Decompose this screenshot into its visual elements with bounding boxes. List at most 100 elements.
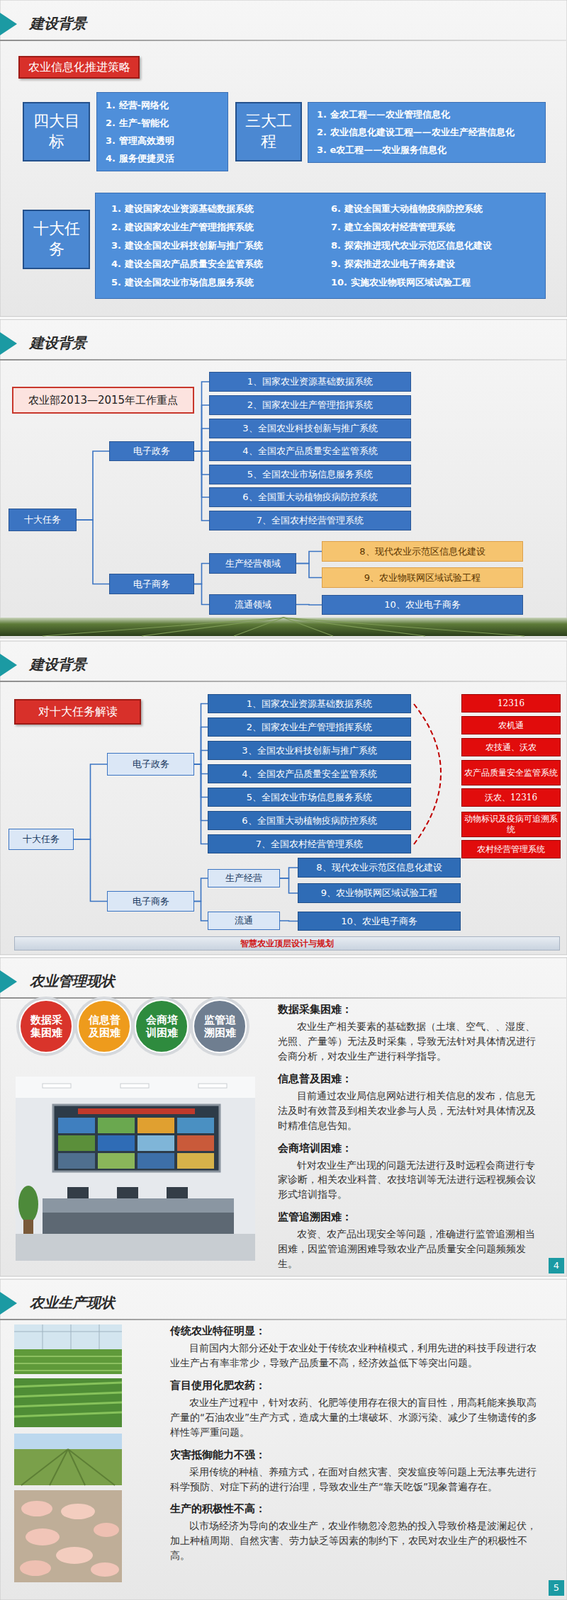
crop-rows <box>14 1357 122 1372</box>
node-text: 2. 农业信息化建设工程——农业生产经营信息化 <box>316 126 515 139</box>
screen-cell <box>137 1153 175 1170</box>
node-text: 4、全国农产品质量安全监管系统 <box>242 445 378 458</box>
page-number-badge <box>548 1258 565 1275</box>
ceiling-light <box>120 1084 149 1089</box>
node-text: 6、全国重大动植物疫病防控系统 <box>242 491 378 504</box>
node-text: 6、全国重大动植物疫病防控系统 <box>241 815 377 828</box>
node-text: 8、现代农业示范区信息化建设 <box>359 545 485 559</box>
field-box: 生产经营 <box>207 869 280 889</box>
task-item: 9、农业物联网区域试验工程 <box>321 567 524 589</box>
header-rule <box>0 359 567 361</box>
header-triangle <box>0 654 18 677</box>
task-item: 8、现代农业示范区信息化建设 <box>321 541 524 563</box>
project-box: 三大工程 <box>235 102 302 162</box>
node-text: 农业信息化推进策略 <box>28 60 131 76</box>
difficulty-circle: 会商培训困难 <box>134 1000 189 1054</box>
screen-cell <box>137 1118 175 1134</box>
task-item: 2、国家农业生产管理指挥系统 <box>207 717 412 738</box>
desk-monitor <box>116 1187 139 1200</box>
screen-cell <box>177 1153 215 1170</box>
plant-pot <box>23 1220 34 1235</box>
screen-cell <box>97 1118 135 1134</box>
node-text: 对十大任务解读 <box>38 705 118 721</box>
category-box: 电子商务 <box>109 574 195 595</box>
tree-connector <box>194 584 210 606</box>
node-text: 动物标识及疫病可追溯系统 <box>464 814 558 836</box>
tree-connector <box>76 520 110 585</box>
header-triangle <box>0 1292 18 1316</box>
pig <box>60 1504 95 1521</box>
desk-monitor <box>166 1187 188 1200</box>
node-text: 监管追溯困难 <box>202 1014 237 1040</box>
room-wall <box>15 1077 256 1262</box>
node-text: 农业部2013—2015年工作重点 <box>28 394 178 408</box>
circle-fill <box>19 1000 73 1054</box>
section-heading: 传统农业特征明显： <box>170 1325 546 1339</box>
node-text: 智慧农业顶层设计与规划 <box>240 938 334 950</box>
node-text: 4、全国农产品质量安全监管系统 <box>241 768 377 782</box>
screen-wall <box>53 1105 220 1173</box>
system-tag: 农技通、沃农 <box>461 738 561 757</box>
field-box: 流通 <box>207 912 280 931</box>
tree-connector <box>73 764 108 840</box>
task-item: 8、现代农业示范区信息化建设 <box>297 858 461 879</box>
pig <box>55 1547 93 1565</box>
task-item: 1、国家农业资源基础数据系统 <box>209 372 412 392</box>
node-text: 农技通、沃农 <box>485 742 537 754</box>
section-heading: 监管追溯困难： <box>277 1211 545 1225</box>
task-item: 4、全国农产品质量安全监管系统 <box>207 764 412 784</box>
node-text: 1、国家农业资源基础数据系统 <box>247 375 373 389</box>
tree-connector <box>279 920 298 923</box>
circle-halo <box>189 997 250 1057</box>
task-item: 3、全国农业科技创新与推广系统 <box>207 741 412 761</box>
task-item: 5、全国农业市场信息服务系统 <box>207 788 412 808</box>
section-heading: 盲目使用化肥农药： <box>170 1379 546 1394</box>
title-box: 农业信息化推进策略 <box>18 55 140 79</box>
banner: 智慧农业顶层设计与规划 <box>14 936 560 952</box>
circle-halo <box>74 997 134 1057</box>
slide-heading: 建设背景 <box>29 655 87 675</box>
tree-connector <box>194 382 210 452</box>
node-text: 8、现代农业示范区信息化建设 <box>316 861 442 875</box>
task-item: 7、全国农村经营管理系统 <box>207 834 412 855</box>
node-text: 7、全国农村经营管理系统 <box>255 838 363 852</box>
node-text: 3、全国农业科技创新与推广系统 <box>242 422 378 436</box>
field-box: 流通领域 <box>209 594 297 616</box>
list-box: 1. 金农工程——农业管理信息化2. 农业信息化建设工程——农业生产经营信息化3… <box>307 102 546 164</box>
slide-panel <box>0 958 567 1278</box>
goal-box: 四大目标 <box>22 102 91 162</box>
node-text: 10. 实施农业物联网区域试验工程 <box>330 276 530 290</box>
header-triangle <box>0 970 18 994</box>
slide-heading: 建设背景 <box>29 333 87 353</box>
field-rows <box>21 1450 115 1487</box>
paragraph: 农资、农产品出现安全等问题，准确进行监管追溯相当困难，因监管追溯困难导致农业产品… <box>277 1227 545 1273</box>
tree-connector <box>194 727 208 766</box>
page-number-badge <box>548 1581 565 1597</box>
node-text: 数据采集困难 <box>29 1014 64 1040</box>
header-rule <box>0 997 567 1000</box>
room-plant <box>18 1186 39 1224</box>
node-text: 9、农业物联网区域试验工程 <box>364 571 481 585</box>
screen-cell <box>58 1118 95 1134</box>
circle-fill <box>77 1000 131 1054</box>
tree-connector <box>194 878 208 903</box>
task-item: 1、国家农业资源基础数据系统 <box>207 694 412 714</box>
tree-connector <box>76 451 110 521</box>
greenhouse-frame <box>14 1325 122 1351</box>
pig-photo <box>14 1491 122 1584</box>
node-text: 三大工程 <box>243 111 294 152</box>
node-text: 农村经营管理系统 <box>476 844 546 856</box>
node-text: 十大任务 <box>22 833 60 847</box>
tree-connector <box>194 902 208 923</box>
photo-seedlings <box>14 1379 122 1429</box>
node-text: 9. 探索推进农业电子商务建设 <box>330 257 530 271</box>
node-text: 3. e农工程——农业服务信息化 <box>316 143 447 157</box>
system-tag: 12316 <box>461 694 561 714</box>
photo-sky <box>14 1434 122 1451</box>
circle-halo <box>131 997 192 1057</box>
task-item: 3、全国农业科技创新与推广系统 <box>209 418 412 439</box>
task-item: 2、国家农业生产管理指挥系统 <box>209 395 412 416</box>
desk-front <box>42 1213 234 1235</box>
header-rule <box>0 39 567 42</box>
dashed-bracket <box>413 704 441 845</box>
